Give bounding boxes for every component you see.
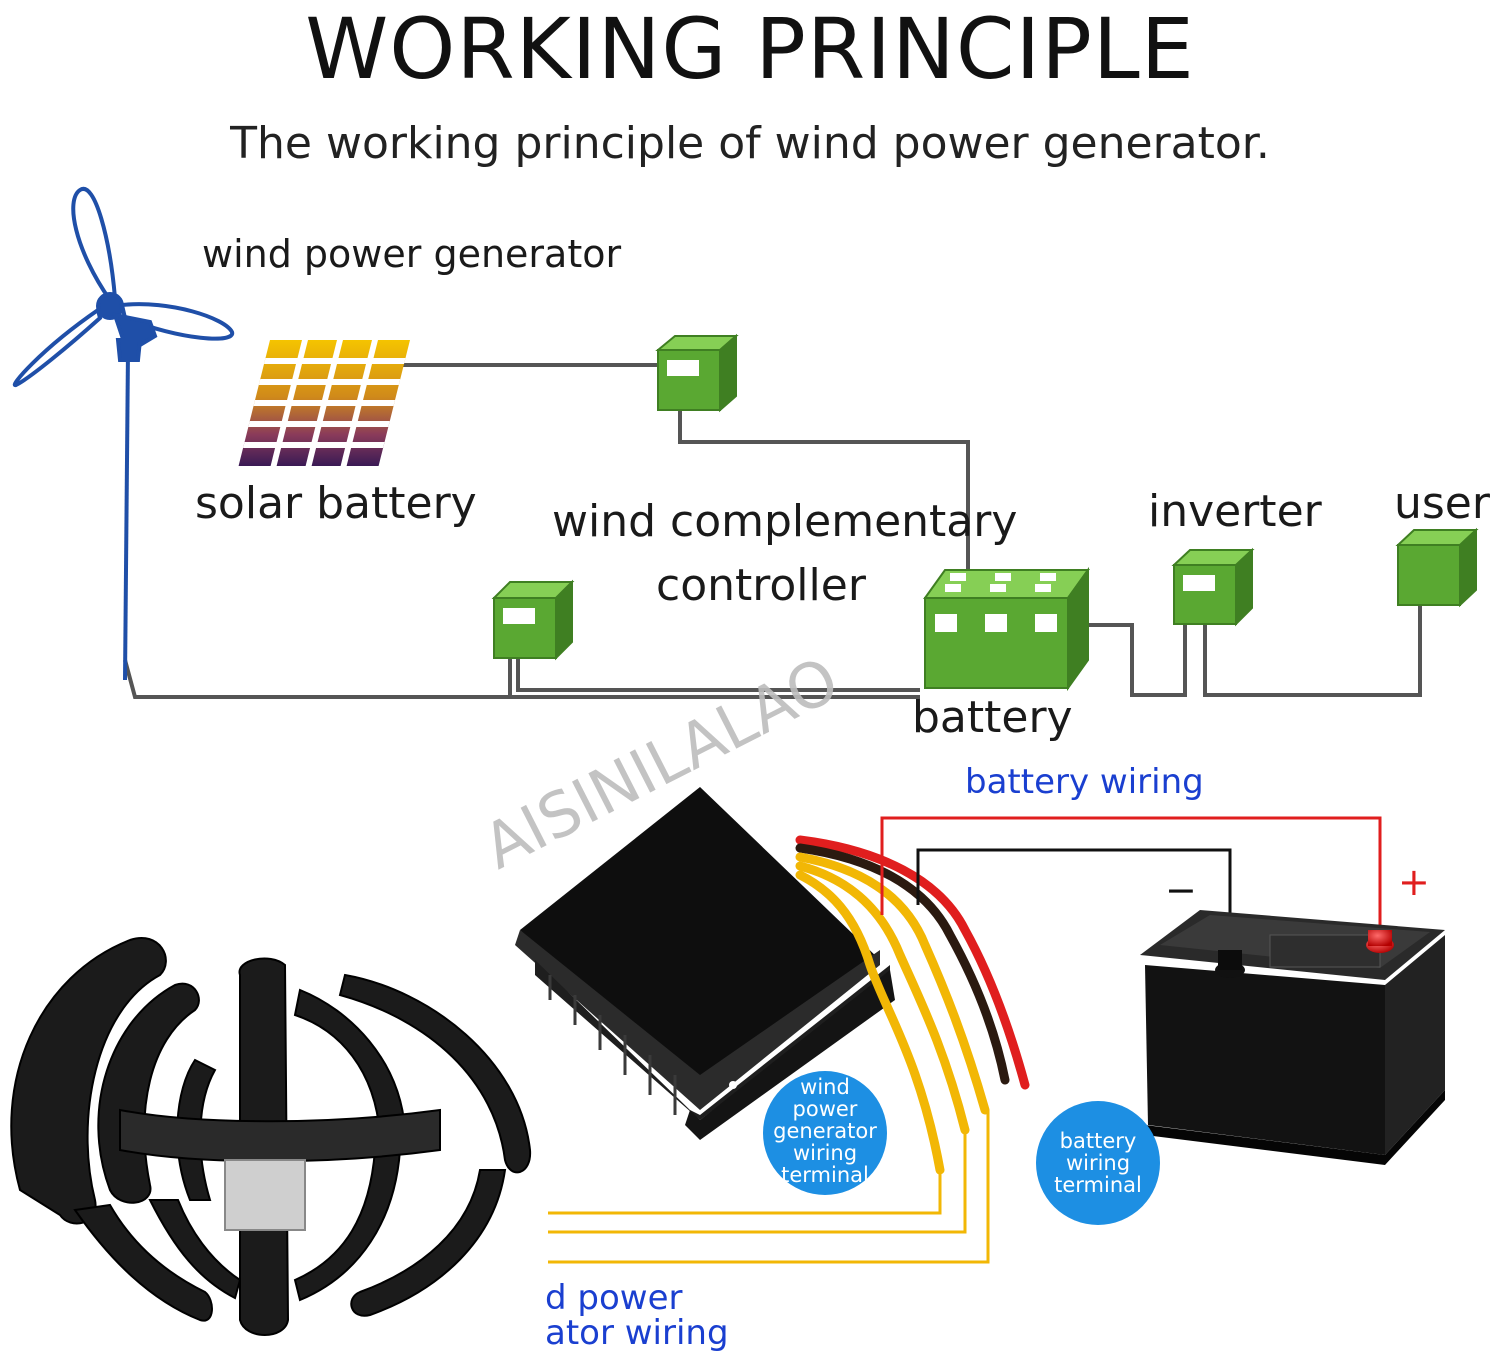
badge-line: terminal: [1054, 1173, 1142, 1197]
battery-terminal-badge-circle: [1036, 1101, 1160, 1225]
badge-line: wiring: [792, 1141, 858, 1165]
wire-controller-to-battery: [678, 408, 970, 578]
badge-line: terminal: [781, 1163, 869, 1187]
solar-panel-icon: [238, 340, 410, 466]
wire-turbine-to-battery: [123, 659, 920, 699]
generator-controller-module-icon: [491, 579, 575, 661]
plus-sign: +: [1398, 860, 1430, 904]
wind-terminal-badge-circle: [763, 1071, 887, 1195]
badge-line: power: [792, 1097, 858, 1121]
badge-line: wind: [800, 1075, 850, 1099]
wire-inverter-to-user: [1203, 605, 1422, 697]
wind-terminal-badge: wind power generator wiring terminal: [763, 1076, 887, 1186]
label-inverter: inverter: [1148, 486, 1322, 537]
minus-sign: −: [1165, 868, 1197, 912]
label-battery-wiring: battery wiring: [965, 762, 1204, 802]
lantern-wind-turbine-image: [10, 937, 532, 1336]
car-battery-image: [1140, 910, 1445, 1165]
inverter-module-icon: [1171, 547, 1255, 627]
label-wind-power-generator: wind power generator: [202, 232, 622, 276]
wind-turbine-icon: [12, 186, 235, 681]
wire-second-controller-b: [516, 658, 920, 692]
charge-controller-image: [515, 787, 895, 1140]
label-solar-battery: solar battery: [195, 478, 477, 529]
wire-battery-to-inverter: [1088, 622, 1187, 697]
battery-terminal-badge: battery wiring terminal: [1036, 1130, 1160, 1196]
label-controller-line1: wind complementary: [552, 496, 1018, 547]
label-controller-line2: controller: [656, 560, 866, 611]
controller-module-icon: [655, 333, 739, 413]
controller-output-wires: [795, 835, 1030, 1175]
label-generator-wiring-line2: ator wiring: [545, 1313, 729, 1353]
schematic-wires: [123, 363, 1422, 699]
label-user: user: [1394, 478, 1490, 529]
label-battery: battery: [912, 692, 1073, 743]
user-module-icon: [1395, 527, 1479, 608]
badge-line: wiring: [1065, 1151, 1131, 1175]
battery-module-icon: [923, 566, 1090, 692]
generator-wiring-lines: [548, 1110, 990, 1264]
battery-wiring-lines: [880, 816, 1382, 928]
badge-line: battery: [1059, 1129, 1137, 1153]
page-subtitle: The working principle of wind power gene…: [230, 118, 1270, 169]
page-title: WORKING PRINCIPLE: [305, 0, 1195, 98]
badge-line: generator: [773, 1119, 877, 1143]
label-generator-wiring-line1: d power: [545, 1278, 683, 1318]
